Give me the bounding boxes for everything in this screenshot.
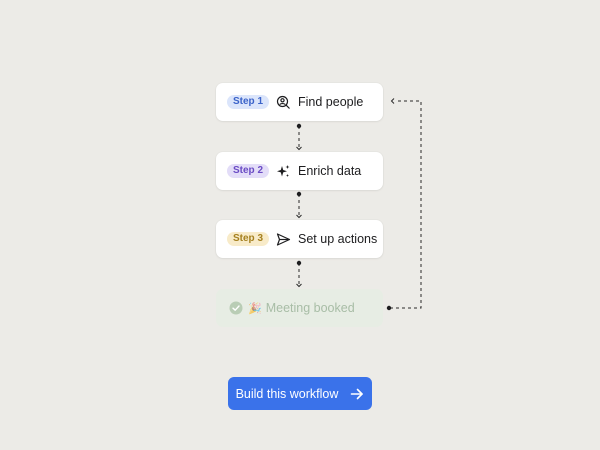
step-card-set-up-actions[interactable]: Step 3 Set up actions (216, 220, 383, 258)
step-label: Enrich data (298, 164, 362, 178)
step-label: Set up actions (298, 232, 378, 246)
chevron-down-icon (296, 146, 302, 151)
connector-dot (296, 123, 302, 129)
connector-dot (386, 305, 392, 311)
send-icon (276, 232, 291, 247)
connector-dot (296, 191, 302, 197)
check-circle-icon (228, 301, 243, 316)
chevron-left-icon (390, 98, 395, 104)
outcome-card-meeting-booked: 🎉 Meeting booked (216, 289, 383, 327)
step-card-find-people[interactable]: Step 1 Find people (216, 83, 383, 121)
chevron-down-icon (296, 214, 302, 219)
search-person-icon (276, 95, 291, 110)
chevron-down-icon (296, 283, 302, 288)
build-workflow-button[interactable]: Build this workflow (228, 377, 372, 410)
outcome-label: Meeting booked (265, 301, 355, 315)
build-workflow-label: Build this workflow (235, 386, 339, 401)
step-badge: Step 2 (227, 164, 270, 178)
connector-dot (296, 260, 302, 266)
step-badge: Step 1 (227, 95, 270, 109)
step-card-enrich-data[interactable]: Step 2 Enrich data (216, 152, 383, 190)
sparkle-icon (276, 164, 291, 179)
step-badge: Step 3 (227, 232, 270, 246)
step-label: Find people (298, 95, 364, 109)
loop-connector (390, 100, 422, 309)
party-popper-icon: 🎉 (248, 302, 262, 315)
arrow-right-icon (350, 387, 364, 401)
